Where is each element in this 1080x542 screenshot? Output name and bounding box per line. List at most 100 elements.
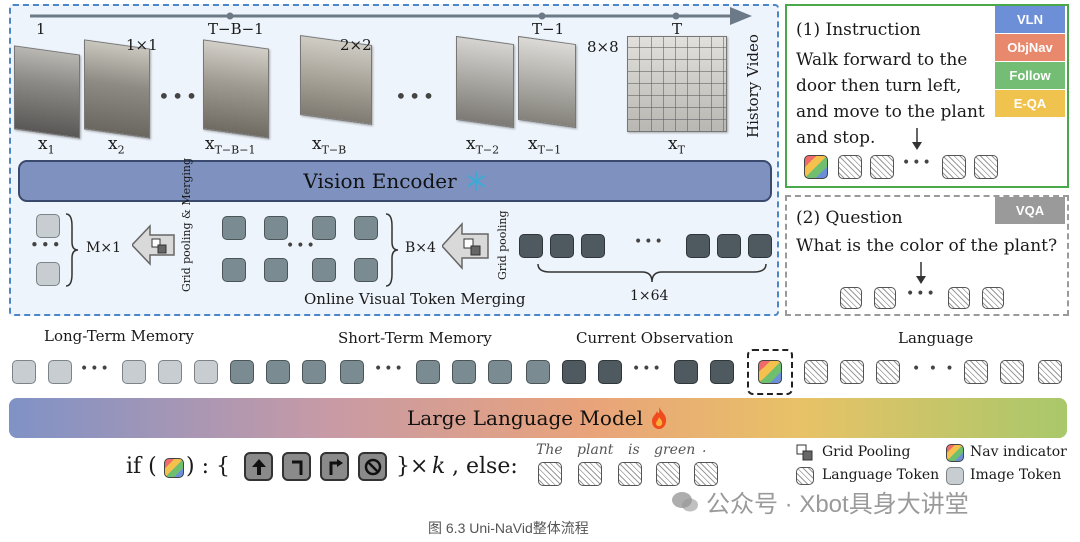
tag-eqa: E-QA (995, 90, 1065, 117)
snowflake-icon (466, 171, 485, 191)
legend-image-swatch (946, 467, 964, 485)
language-token (1038, 360, 1062, 384)
vision-encoder-bar: Vision Encoder (18, 160, 772, 202)
obs-ellipsis: ••• (634, 234, 665, 250)
grid-label-8x8: 8×8 (587, 38, 619, 56)
output-word: is (628, 442, 640, 458)
language-token (840, 287, 862, 309)
size-64-label: 1×64 (630, 288, 669, 304)
short-term-token (526, 360, 550, 384)
action-turn-left-button (282, 452, 311, 481)
obs-token (674, 360, 698, 384)
language-token (578, 462, 602, 486)
nav-indicator-token (164, 458, 184, 478)
timeline-tick-t1 (538, 12, 546, 20)
action-stop-button (358, 452, 387, 481)
frame-xt2 (456, 35, 514, 129)
long-term-token (12, 360, 36, 384)
output-word: The (536, 442, 563, 458)
frame-label-x1: x1 (38, 134, 55, 157)
merged-token (36, 262, 60, 286)
long-term-token (122, 360, 146, 384)
tag-objnav: ObjNav (995, 34, 1065, 61)
language-token (838, 155, 862, 179)
timeline-label-1: 1 (36, 20, 46, 38)
merged-token (36, 214, 60, 238)
obs-token (550, 234, 574, 258)
frame-label-xt1: xT−1 (528, 134, 562, 157)
action-forward-button (244, 452, 273, 481)
nav-indicator-highlight (747, 349, 793, 395)
short-term-token (264, 258, 288, 282)
obs-token (598, 360, 622, 384)
frame-label-x2: x2 (108, 134, 125, 157)
output-word: . (702, 440, 707, 456)
timeline-label-t: T (672, 20, 683, 38)
tag-vln: VLN (995, 6, 1065, 33)
output-word: green (654, 442, 696, 458)
short-term-token (222, 216, 246, 240)
llm-label: Large Language Model (406, 406, 643, 430)
short-term-token (230, 360, 254, 384)
obs-seq-ellipsis: ••• (632, 361, 663, 377)
timeline-tick-tb1 (226, 12, 234, 20)
frames-ellipsis-1: ••• (158, 84, 200, 108)
long-term-ellipsis: ••• (80, 361, 111, 377)
frame-xt1 (518, 35, 576, 129)
short-term-token (222, 258, 246, 282)
language-label: Language (898, 329, 974, 347)
obs-token (717, 234, 741, 258)
obs-token (519, 234, 543, 258)
history-video-label: History Video (744, 34, 762, 138)
if-close-text: ) : { (186, 454, 230, 479)
short-term-token (452, 360, 476, 384)
legend-language-swatch (796, 467, 814, 485)
times-text: }× (396, 454, 429, 479)
short-term-ellipsis: ••• (286, 238, 317, 254)
tag-vqa: VQA (995, 197, 1065, 224)
grid-pooling-merging-label: Grid pooling & Merging (180, 157, 193, 292)
short-term-token (416, 360, 440, 384)
stop-icon (364, 458, 381, 475)
watermark-text: 公众号 · Xbot具身大讲堂 (706, 491, 969, 518)
wechat-icon (672, 491, 698, 511)
language-token (656, 462, 680, 486)
action-turn-right-button (320, 452, 349, 481)
short-term-seq-ellipsis: ••• (374, 361, 405, 377)
legend-nav-indicator-swatch (946, 444, 964, 462)
if-text: if ( (126, 454, 157, 479)
obs-token (581, 234, 605, 258)
question-heading: (2) Question (796, 208, 903, 228)
language-token (538, 462, 562, 486)
long-term-token (158, 360, 182, 384)
size-m-label: M×1 (86, 240, 121, 256)
obs-token (562, 360, 586, 384)
short-term-token (488, 360, 512, 384)
language-token (948, 287, 970, 309)
timeline-tick-t (672, 12, 680, 20)
language-token (942, 155, 966, 179)
current-observation-label: Current Observation (576, 329, 734, 347)
frames-ellipsis-2: ••• (395, 84, 437, 108)
obs-token (748, 234, 772, 258)
language-token (964, 360, 988, 384)
frame-label-xt2: xT−2 (466, 134, 500, 157)
fire-icon (652, 407, 667, 429)
obs-token (710, 360, 734, 384)
short-term-memory-label: Short-Term Memory (338, 329, 492, 347)
k-text: k (432, 454, 446, 479)
merging-caption: Online Visual Token Merging (304, 290, 526, 308)
long-term-token (194, 360, 218, 384)
timeline-label-t1: T−1 (532, 20, 565, 38)
language-token (870, 155, 894, 179)
brace-m (65, 213, 79, 287)
grid-pooling-legend-icon (796, 444, 813, 461)
instruction-heading: (1) Instruction (796, 20, 921, 40)
language-token (874, 287, 896, 309)
long-term-token (48, 360, 72, 384)
timeline-label-tb1: T−B−1 (208, 20, 264, 38)
nav-indicator-token (758, 360, 782, 384)
language-token (1000, 360, 1024, 384)
short-term-token (312, 216, 336, 240)
timeline-arrow (30, 7, 752, 25)
